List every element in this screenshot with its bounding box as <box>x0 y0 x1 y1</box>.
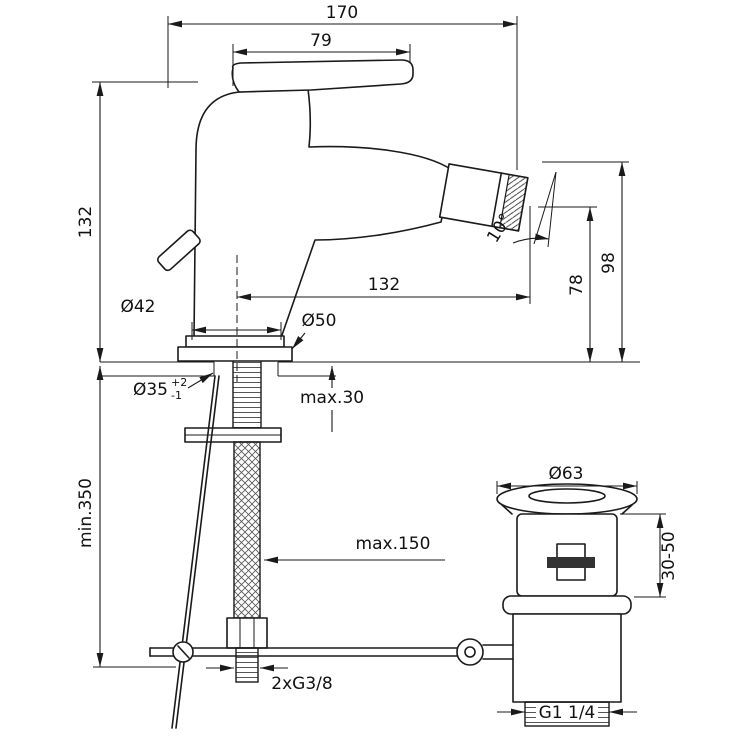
label-d63: Ø63 <box>548 464 583 484</box>
dim-outlet-reach: 132 <box>237 206 531 304</box>
dim-waste-height-range: 30-50 <box>620 513 679 598</box>
label-d50: Ø50 <box>301 311 336 331</box>
label-d35: Ø35 <box>133 380 168 400</box>
spout-aerator <box>438 163 529 232</box>
label-30-50: 30-50 <box>659 531 679 580</box>
waste-tailpiece <box>512 613 622 703</box>
label-d35-tol-plus: +2 <box>171 376 187 389</box>
label-98: 98 <box>599 252 619 274</box>
rod-ball-joint <box>172 641 194 663</box>
waste-rod-pin <box>547 557 595 568</box>
lever-handle <box>231 59 414 93</box>
mounting-clamp <box>184 427 282 443</box>
label-d42: Ø42 <box>120 297 155 317</box>
label-2xg38: 2xG3/8 <box>271 674 332 694</box>
base-escutcheon <box>177 335 293 362</box>
supply-thread-tail <box>235 647 259 683</box>
dim-waste-connection: G1 1/4 <box>497 703 637 723</box>
label-170: 170 <box>326 3 358 23</box>
label-132-reach: 132 <box>368 275 400 295</box>
dim-escutcheon-diameter: Ø50 <box>291 311 337 350</box>
supply-hose <box>233 441 261 619</box>
label-d35-tol-minus: -1 <box>171 389 182 402</box>
waste-nut <box>502 595 632 615</box>
popup-rod-vertical <box>171 375 220 729</box>
popup-rod-horizontal <box>149 647 459 657</box>
mounting-deck <box>100 361 640 377</box>
dim-hole-diameter: Ø35 +2 -1 <box>133 372 214 402</box>
label-132-height: 132 <box>76 206 96 238</box>
faucet-body <box>193 88 453 339</box>
dim-body-height: 132 <box>76 81 198 362</box>
label-max30: max.30 <box>300 388 364 408</box>
dim-max-deck-thickness: max.30 <box>300 366 364 432</box>
label-max150: max.150 <box>356 534 431 554</box>
label-min350: min.350 <box>76 478 96 548</box>
waste-assembly <box>496 483 638 727</box>
dim-max-rod-length: max.150 <box>264 534 445 564</box>
popup-control-knob <box>156 229 201 272</box>
rod-clevis <box>456 638 514 666</box>
dim-total-projection: 170 <box>167 3 518 170</box>
label-g114: G1 1/4 <box>539 703 596 723</box>
dim-outlet-height-high: 98 <box>542 161 629 362</box>
dim-waste-cap-diameter: Ø63 <box>496 464 638 494</box>
label-knockout <box>536 703 598 722</box>
dim-supply-connection: 2xG3/8 <box>206 664 333 694</box>
dim-outlet-height-low: 78 <box>538 206 597 362</box>
dim-base-diameter: Ø42 <box>120 297 282 340</box>
dim-handle-projection: 79 <box>232 31 411 86</box>
label-78: 78 <box>567 274 587 296</box>
dim-min-hose-length: min.350 <box>76 366 176 668</box>
hose-nut <box>226 617 268 649</box>
label-79: 79 <box>310 31 332 51</box>
